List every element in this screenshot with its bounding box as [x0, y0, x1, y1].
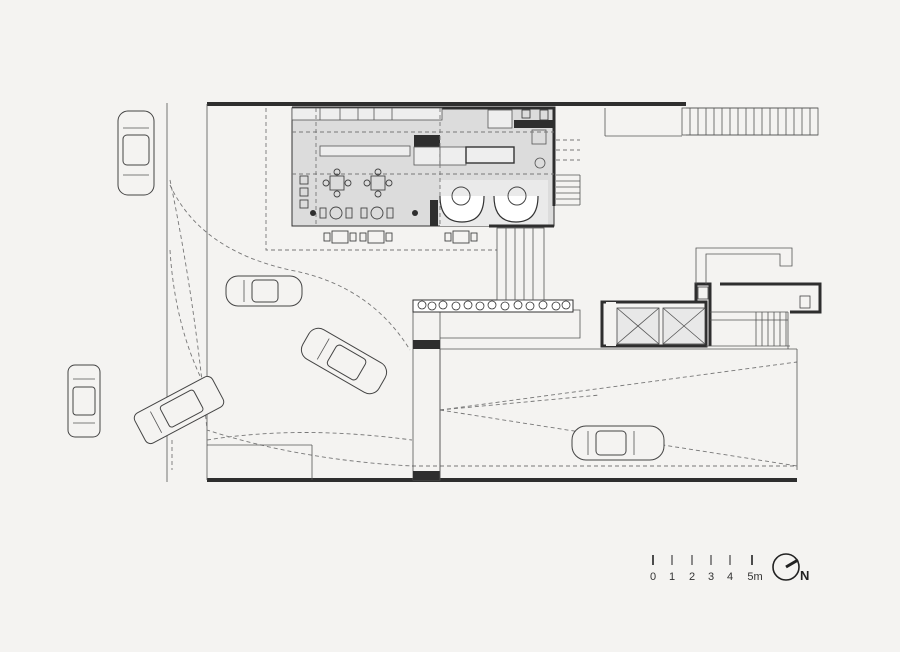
scale-tick-label: 0: [650, 571, 656, 583]
scale-tick-label: 3: [708, 571, 714, 583]
service-block: [600, 247, 822, 349]
scale-tick-label: 5m: [747, 571, 762, 583]
scale-tick-label: 2: [689, 571, 695, 583]
vehicle-paths: [169, 108, 798, 470]
car-6: [571, 425, 665, 461]
entrance-stair: [604, 107, 819, 137]
north-arrow-icon: N: [772, 553, 809, 583]
car-2: [67, 364, 101, 438]
cafe-building: [291, 106, 581, 244]
car-4: [300, 327, 388, 395]
scale-tick-label: 1: [669, 571, 675, 583]
stair-south: [496, 227, 545, 301]
planter: [412, 299, 574, 313]
car-1: [117, 110, 155, 196]
north-label: N: [800, 568, 809, 583]
scale-tick-label: 4: [727, 571, 733, 583]
car-3: [225, 275, 303, 307]
scale-bar: 0 1 2 3 4 5m: [650, 555, 763, 583]
car-5: [133, 375, 225, 445]
